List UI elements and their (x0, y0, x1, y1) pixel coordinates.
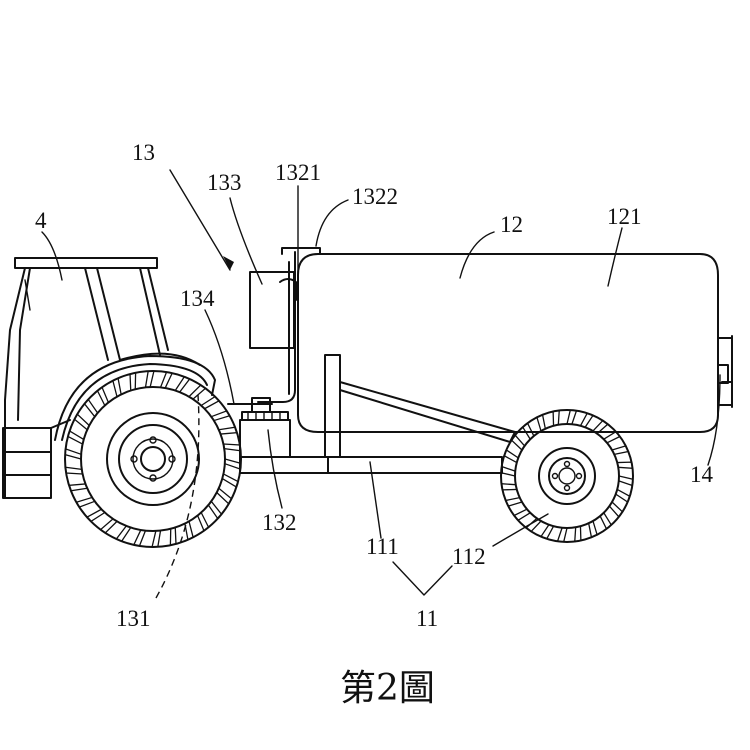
tractor-steps (2, 419, 71, 499)
tire-tread-lug (132, 529, 147, 547)
tire-tread-lug (211, 410, 231, 422)
label-131: 131 (116, 606, 151, 631)
rear-tractor-wheel (64, 370, 242, 548)
tire-tread-lug (221, 473, 239, 489)
figure-caption: 第2圖 (340, 668, 435, 709)
tire-tread-lug (608, 501, 624, 518)
tire-tread-lug (73, 413, 90, 431)
tire-tread-lug (503, 448, 519, 464)
pump-box (249, 271, 295, 349)
tire-tread-lug (224, 458, 242, 471)
tire-tread-lug (603, 430, 621, 444)
tire-tread-lug (521, 422, 535, 440)
label-4: 4 (35, 208, 47, 233)
tire-tread-lug (159, 371, 174, 389)
trailer-wheel (500, 409, 634, 543)
tire-tread-lug (75, 496, 95, 508)
label-121: 121 (607, 204, 642, 229)
motor-unit (239, 411, 291, 458)
tire-tread-lug (574, 526, 582, 543)
tire-tread-lug (169, 527, 177, 547)
piping (227, 247, 321, 413)
tire-tread-lug (64, 466, 83, 475)
tire-tread-lug (513, 508, 531, 522)
tank-support (324, 354, 516, 458)
tire-tread-lug (618, 475, 634, 487)
tire-tread-lug (539, 524, 555, 540)
rear-fender (54, 355, 216, 441)
tire-tread-lug (151, 530, 162, 548)
tire-tread-lug (579, 412, 595, 428)
tire-tread-lug (64, 447, 82, 460)
tire-tread-lug (536, 413, 546, 432)
label-111: 111 (366, 534, 399, 559)
tire-tread-lug (566, 409, 578, 425)
label-112: 112 (452, 544, 486, 569)
tire-tread-lug (599, 512, 613, 530)
label-1322: 1322 (352, 184, 398, 209)
tire-tread-lug (112, 377, 122, 397)
tire-tread-lug (592, 419, 609, 435)
label-133: 133 (207, 170, 242, 195)
label-13: 13 (132, 140, 155, 165)
tire-tread-lug (556, 527, 568, 543)
label-134: 134 (180, 286, 215, 311)
tire-tread-lug (223, 443, 242, 452)
tire-tread-lug (96, 386, 110, 406)
label-14: 14 (690, 462, 714, 487)
tire-tread-lug (615, 488, 631, 504)
reference-labels: 4 13 133 1321 1322 12 121 134 132 131 11… (35, 140, 714, 631)
label-12: 12 (500, 212, 523, 237)
tire-tread-lug (218, 426, 238, 435)
tire-tread-lug (99, 518, 118, 534)
tire-tread-lug (196, 512, 210, 532)
tank-body (297, 253, 733, 433)
tire-tread-lug (200, 395, 221, 410)
tire-tread-lug (500, 465, 516, 477)
label-132: 132 (262, 510, 297, 535)
tire-tread-lug (144, 370, 155, 388)
tire-tread-lug (216, 487, 233, 505)
tire-tread-lug (552, 409, 560, 426)
tire-tread-lug (504, 497, 523, 507)
tire-tread-lug (188, 384, 207, 400)
tire-tread-lug (611, 445, 630, 455)
tire-tread-lug (500, 483, 517, 491)
tire-tread-lug (588, 520, 598, 539)
tire-tread-lug (67, 429, 85, 445)
tire-tread-lug (85, 508, 106, 523)
tire-tread-lug (129, 371, 137, 391)
tire-tread-lug (174, 375, 191, 393)
tire-tread-lug (207, 500, 223, 520)
tire-tread-lug (115, 525, 132, 543)
tire-tread-lug (184, 521, 194, 541)
tire-tread-lug (510, 434, 526, 451)
leader-lines (41, 169, 721, 599)
tire-tread-lug (68, 483, 88, 492)
tire-tread-lug (617, 461, 634, 469)
label-11: 11 (416, 606, 438, 631)
tire-tread-lug (83, 398, 99, 418)
label-1321: 1321 (275, 160, 321, 185)
